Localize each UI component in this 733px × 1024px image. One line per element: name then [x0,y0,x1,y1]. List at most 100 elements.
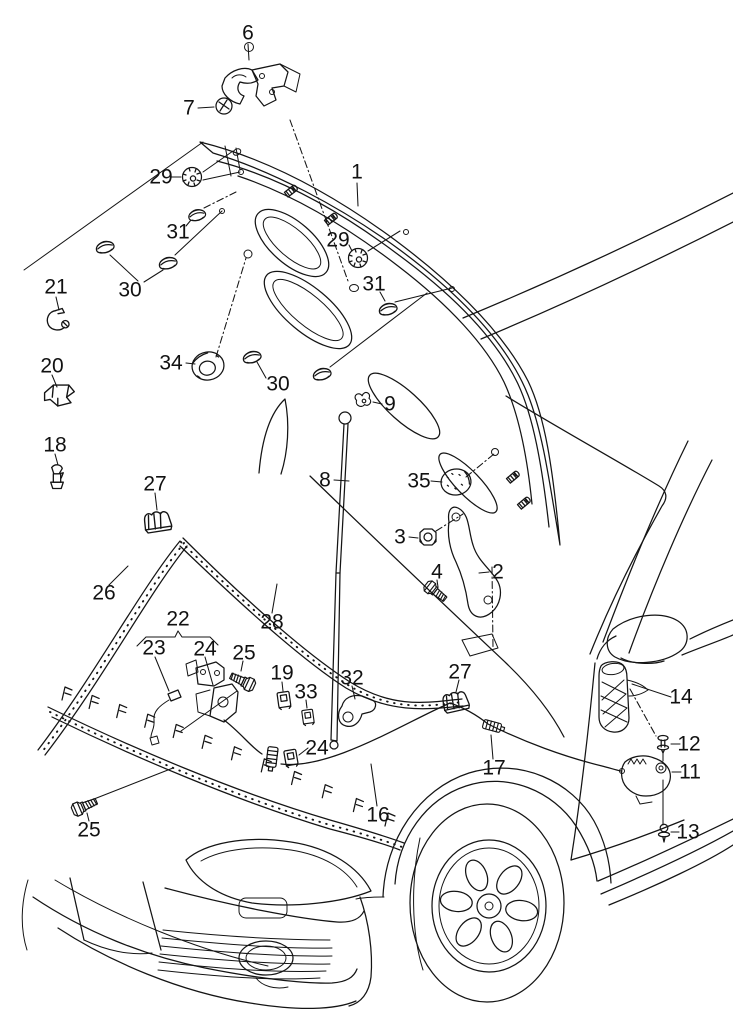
callout-28: 28 [260,611,283,634]
clip-square [283,748,300,769]
leader-line [240,660,244,672]
callout-18: 18 [43,434,66,457]
callout-8: 8 [319,469,331,492]
leader-line [430,480,443,483]
callout-2: 2 [492,561,504,584]
leader-line [394,287,453,303]
leader-line [435,513,464,532]
callout-25: 25 [232,642,255,665]
slam-panel-clip-tick [201,734,213,749]
leader-line [86,812,90,822]
callout-24: 24 [193,638,217,661]
leader-line [356,182,359,207]
leader-line [329,292,428,368]
round-plug [438,466,474,498]
leader-line [289,119,349,282]
leader-line [93,767,174,800]
callout-34: 34 [159,352,183,375]
release-lever [621,755,672,805]
callout-22: 22 [166,608,189,631]
callout-19: 19 [270,662,293,685]
release-cable-front [223,719,263,755]
leader-line [629,688,657,737]
washer-grommet [189,348,227,384]
leader-line [154,656,170,692]
ball-grommet [215,97,233,115]
clip-square [301,708,316,727]
barrel-fitting [481,718,506,735]
dome-grommet [157,254,179,272]
callout-4: 4 [431,561,443,584]
leader-line [333,479,350,482]
leader-line [197,106,215,109]
leader-line [351,685,356,700]
hood-latch-hook [221,42,301,107]
callout-13: 13 [676,821,699,844]
leader-line [55,296,60,311]
leader-line [54,453,59,466]
leader-line [372,401,383,405]
leader-line [109,254,139,282]
hose-clip [46,307,70,331]
slam-panel-clip-tick [321,784,333,799]
leader-line [136,630,179,647]
leader-line [154,492,158,511]
callout-27: 27 [448,661,471,684]
leader-line [408,536,419,539]
callout-27: 27 [143,473,166,496]
hood-seal-front [179,537,464,710]
expander-plug [50,464,64,490]
leader-line [108,565,129,586]
leader-line [478,571,490,574]
dome-grommet [311,365,333,383]
leader-line [215,257,247,358]
callout-3: 3 [394,526,406,549]
leader-line [455,679,460,693]
leader-line [367,230,401,252]
slam-panel-clip-tick [384,812,396,827]
stud [323,211,339,226]
leader-line [436,579,439,588]
leader-line [143,269,164,283]
star-grommet [181,166,203,188]
gas-strut [329,411,352,750]
star-grommet [347,247,369,269]
leader-line [203,191,237,209]
callout-1: 1 [351,161,363,184]
channel-clip [441,689,471,715]
callout-33: 33 [294,681,317,704]
callout-35: 35 [407,470,430,493]
leader-line [298,747,309,756]
callout-29: 29 [326,229,349,252]
callout-26: 26 [92,582,115,605]
dome-grommet [241,348,263,366]
callout-30: 30 [266,373,289,396]
slam-panel-clip-tick [352,797,365,813]
callout-6: 6 [242,22,254,45]
slam-panel-clip-tick [116,703,128,719]
headlight [185,838,372,906]
leader-line [379,291,386,302]
leader-line [370,763,378,807]
hinge-bracket [447,506,502,657]
slam-panel-clip-tick [61,686,73,701]
hood-seal-left [37,540,188,756]
leader-line [51,374,58,388]
callout-31: 31 [362,273,385,296]
callout-12: 12 [677,733,700,756]
leader-line [174,210,223,256]
stud [516,495,532,510]
slam-panel [47,686,405,851]
leader-line [305,699,308,709]
callout-24: 24 [305,737,329,760]
leader-line [202,150,234,173]
spring-clip [43,384,75,407]
tow-hook-cover [238,897,288,919]
callout-29: 29 [149,166,172,189]
leader-line [202,171,241,181]
slam-panel-clip-tick [88,694,100,710]
screw-washer [657,823,671,843]
leader-line [490,734,494,760]
stud [283,183,299,198]
